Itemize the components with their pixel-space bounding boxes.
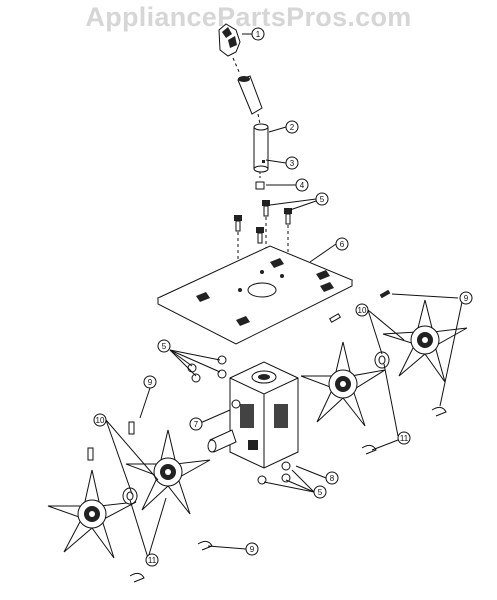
svg-text:2: 2: [290, 123, 295, 132]
callout-7: 7: [189, 417, 203, 431]
svg-text:5: 5: [162, 342, 167, 351]
clevis-pin-upper-right[interactable]: [328, 289, 391, 323]
svg-text:10: 10: [96, 416, 105, 425]
callout-3: 3: [285, 156, 299, 170]
tine-middle-left[interactable]: [125, 429, 211, 515]
callout-5-bottom: 5: [313, 485, 327, 499]
tine-middle-right[interactable]: [300, 341, 386, 427]
callout-9-left: 9: [143, 375, 157, 389]
callout-9-bottom: 9: [245, 542, 259, 556]
leader-lines: [105, 33, 463, 559]
svg-text:5: 5: [320, 195, 325, 204]
output-shaft-stub[interactable]: [207, 429, 237, 453]
pin-part[interactable]: [255, 172, 265, 190]
callout-9-right: 9: [459, 291, 473, 305]
svg-text:3: 3: [290, 159, 295, 168]
mounting-plate[interactable]: [156, 245, 354, 345]
shaft-part[interactable]: [253, 113, 269, 173]
gearbox-housing[interactable]: [229, 361, 299, 469]
clevis-pin-left[interactable]: [87, 421, 135, 461]
watermark-logo: AppliancePartsPros.com: [85, 2, 412, 32]
coupler-part[interactable]: [218, 23, 241, 57]
svg-text:9: 9: [464, 294, 469, 303]
callout-11-right: 11: [397, 431, 411, 445]
hairpin-clip-mid[interactable]: [361, 444, 377, 455]
svg-text:4: 4: [300, 181, 305, 190]
callout-10-right: 10: [355, 303, 369, 317]
svg-text:7: 7: [194, 420, 199, 429]
callout-10-left: 10: [93, 413, 107, 427]
svg-text:11: 11: [148, 556, 157, 565]
hairpin-clip-bottom[interactable]: [129, 540, 213, 583]
washer-right[interactable]: [374, 351, 390, 369]
svg-text:9: 9: [250, 545, 255, 554]
svg-text:10: 10: [358, 306, 367, 315]
callout-8: 8: [325, 471, 339, 485]
tine-lower-left[interactable]: [47, 469, 137, 559]
callout-4: 4: [295, 178, 309, 192]
svg-text:5: 5: [318, 488, 323, 497]
callout-5-top: 5: [315, 192, 329, 206]
svg-text:11: 11: [400, 434, 409, 443]
callout-1: 1: [251, 27, 265, 41]
svg-text:8: 8: [330, 474, 335, 483]
callout-6: 6: [335, 237, 349, 251]
svg-text:1: 1: [256, 30, 261, 39]
callout-2: 2: [285, 120, 299, 134]
svg-text:6: 6: [340, 240, 345, 249]
svg-text:9: 9: [148, 378, 153, 387]
tine-upper-right[interactable]: [382, 299, 468, 383]
tube-part[interactable]: [232, 57, 263, 115]
callout-5-left: 5: [157, 339, 171, 353]
hairpin-clip-right[interactable]: [431, 406, 447, 417]
callout-11-left: 11: [145, 553, 159, 567]
bolt-group-left[interactable]: [187, 355, 241, 409]
